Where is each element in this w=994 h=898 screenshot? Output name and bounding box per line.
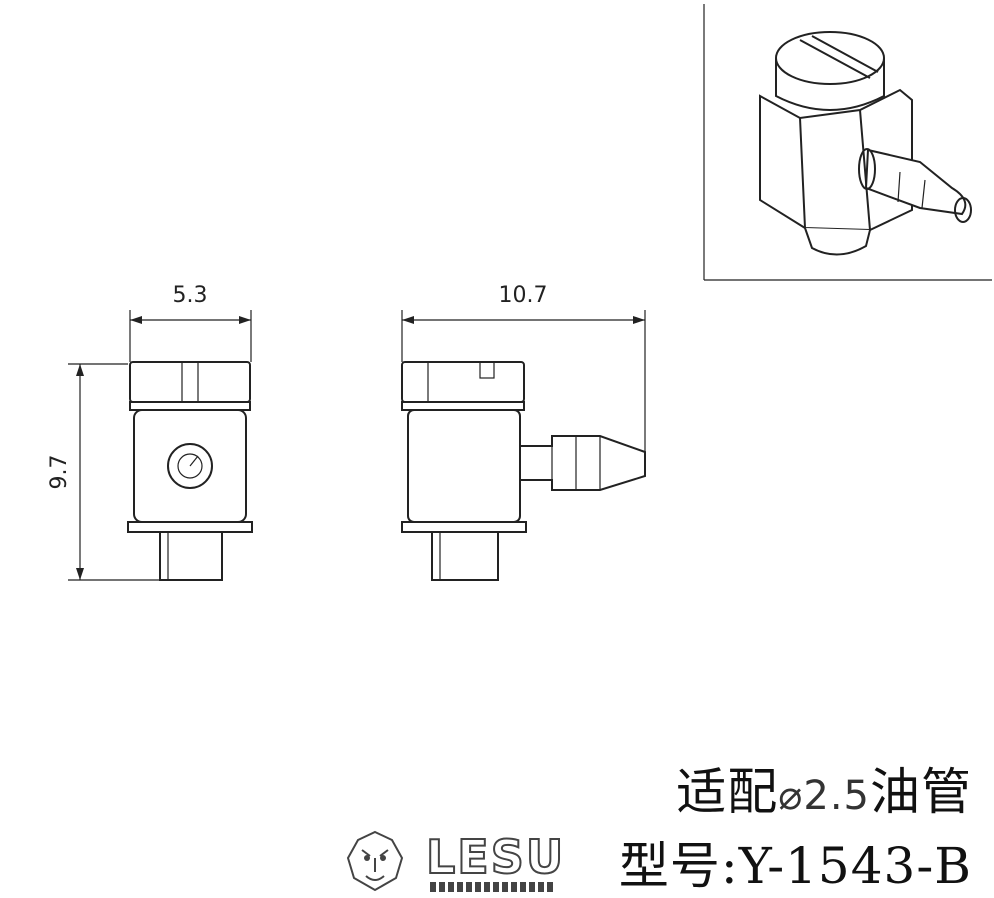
front-width-label: 5.3 xyxy=(173,283,208,308)
front-view xyxy=(68,310,253,581)
isometric-part xyxy=(759,31,972,256)
model-label: 型号: xyxy=(618,837,739,895)
brand-logo: LESU xyxy=(340,828,570,894)
isometric-inset xyxy=(703,4,992,281)
fit-symbol: ⌀2.5 xyxy=(778,773,870,819)
fit-suffix: 油管 xyxy=(870,763,972,821)
brand-subtext xyxy=(430,882,554,892)
fit-prefix: 适配 xyxy=(676,763,779,821)
fit-caption: 适配⌀2.5油管 xyxy=(676,752,972,824)
side-width-label: 10.7 xyxy=(499,283,548,308)
lion-icon xyxy=(346,830,404,892)
height-label: 9.7 xyxy=(47,455,72,490)
model-caption: 型号:Y-1543-B xyxy=(619,826,972,898)
brand-text: LESU xyxy=(425,829,566,885)
model-value: Y-1543-B xyxy=(738,837,972,895)
side-view xyxy=(401,310,646,581)
